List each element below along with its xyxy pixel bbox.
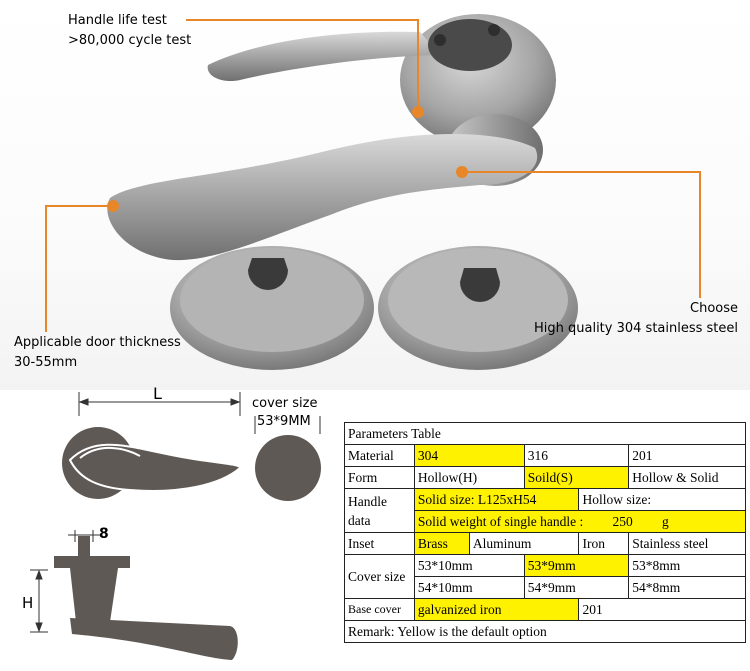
cover-size-value: 53*9MM: [257, 414, 311, 429]
base-galvanized: galvanized iron: [413, 598, 580, 621]
inset-iron: Iron: [578, 532, 630, 555]
material-callout: Choose High quality 304 stainless steel: [524, 299, 738, 339]
material-label: Material: [344, 444, 415, 467]
weight-value: 250: [612, 513, 633, 529]
cover-54x9: 54*9mm: [523, 576, 630, 599]
cover-54x8: 54*8mm: [628, 576, 746, 599]
hollow-size: Hollow size:: [578, 488, 746, 511]
callout-dot: [412, 106, 424, 118]
table-row: Parameters Table: [344, 422, 746, 445]
table-row: 54*10mm 54*9mm 54*8mm: [345, 576, 746, 599]
door-thickness-title: Applicable door thickness: [14, 335, 181, 350]
callout-dot: [456, 166, 468, 178]
cover-54x10: 54*10mm: [413, 576, 525, 599]
length-label: L: [153, 384, 162, 403]
material-316: 316: [523, 444, 630, 467]
handle-life-title: Handle life test: [68, 13, 167, 28]
handle-life-callout: Handle life test >80,000 cycle test: [68, 11, 191, 51]
callout-lines: [45, 19, 701, 332]
handle-side-view: [54, 536, 238, 660]
table-row: Remark: Yellow is the default option: [344, 620, 746, 643]
choose-detail: High quality 304 stainless steel: [533, 321, 738, 336]
cover-size-row-label: Cover size: [344, 554, 415, 599]
technical-drawings: [30, 392, 321, 660]
cover-disc: [255, 435, 321, 501]
form-solid: Soild(S): [523, 466, 630, 489]
table-title: Parameters Table: [344, 422, 746, 445]
cover-size-label: cover size: [252, 396, 318, 411]
form-hollow: Hollow(H): [413, 466, 525, 489]
cover-53x8: 53*8mm: [628, 554, 746, 577]
door-thickness-detail: 30-55mm: [14, 355, 78, 370]
callout-dot: [107, 200, 119, 212]
table-row: Solid weight of single handle : 250 g: [345, 510, 747, 533]
inset-stainless: Stainless steel: [628, 532, 746, 555]
solid-weight: Solid weight of single handle : 250 g: [413, 510, 747, 533]
height-label: H: [22, 594, 34, 612]
form-label: Form: [344, 466, 415, 489]
cover-53x10: 53*10mm: [413, 554, 525, 577]
width-label: 8: [99, 526, 109, 542]
material-201: 201: [628, 444, 746, 467]
base-201: 201: [578, 598, 746, 621]
solid-size: Solid size: L125xH54: [413, 488, 580, 511]
choose-title: Choose: [690, 301, 738, 316]
handle-data-label: Handle data: [344, 488, 415, 533]
door-handle-illustration: [107, 14, 578, 370]
table-row: Inset Brass Aluminum Iron Stainless stee…: [344, 532, 746, 555]
parameters-table: Parameters Table Material 304 316 201 Fo…: [344, 422, 747, 643]
table-row: Material 304 316 201: [344, 444, 746, 467]
base-cover-label: Base cover: [344, 598, 415, 621]
table-row: Handle data Solid size: L125xH54 Hollow …: [344, 488, 746, 533]
remark: Remark: Yellow is the default option: [344, 620, 746, 643]
door-thickness-callout: Applicable door thickness 30-55mm: [14, 333, 181, 373]
inset-brass: Brass: [413, 532, 470, 555]
weight-unit: g: [662, 513, 669, 529]
handle-top-view: [62, 427, 242, 499]
table-row: Form Hollow(H) Soild(S) Hollow & Solid: [344, 466, 746, 489]
table-row: Base cover galvanized iron 201: [344, 598, 746, 621]
cover-53x9: 53*9mm: [523, 554, 630, 577]
inset-label: Inset: [344, 532, 415, 555]
form-hollow-solid: Hollow & Solid: [628, 466, 746, 489]
handle-life-detail: >80,000 cycle test: [68, 33, 192, 48]
material-304: 304: [413, 444, 525, 467]
back-lever: [207, 31, 440, 82]
product-photo: [0, 0, 750, 390]
front-lever: [107, 134, 538, 261]
inset-aluminum: Aluminum: [468, 532, 580, 555]
table-row: Cover size 53*10mm 53*9mm 53*8mm: [344, 554, 746, 599]
